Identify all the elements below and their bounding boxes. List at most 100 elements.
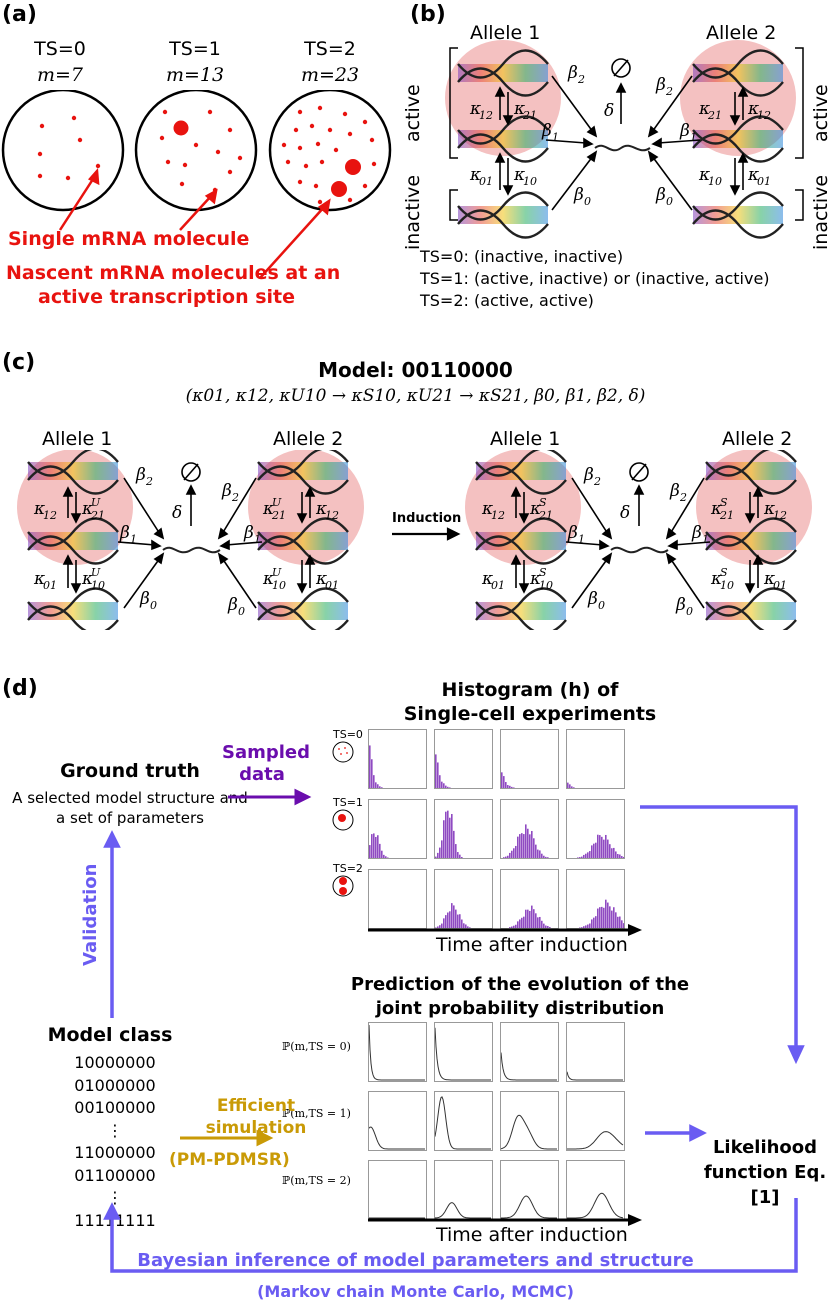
m23-label: m=23: [300, 64, 360, 86]
histogram-cell: [500, 869, 559, 929]
active-label-left: active: [402, 84, 424, 142]
histogram-title-1: Histogram (h) of: [441, 679, 619, 701]
histogram-grid: [368, 729, 625, 929]
svg-text:β: β: [119, 523, 130, 543]
svg-text:κ: κ: [513, 165, 525, 185]
svg-text:1: 1: [254, 533, 261, 546]
cell-ts2: [268, 90, 392, 212]
prediction-title-2: joint probability distribution: [375, 998, 665, 1019]
svg-text:κ: κ: [529, 569, 541, 589]
prediction-cell: [434, 1022, 493, 1082]
svg-text:β: β: [541, 121, 552, 141]
histogram-cell: [368, 869, 427, 929]
histogram-cell: [434, 729, 493, 789]
inactive-label-right: inactive: [810, 174, 831, 250]
ground-truth-desc: A selected model structure and a set of …: [12, 789, 248, 827]
time-label-bottom: Time after induction: [436, 1224, 628, 1246]
histogram-cell: [434, 799, 493, 859]
svg-text:β: β: [567, 523, 578, 543]
svg-text:κ: κ: [481, 499, 493, 519]
svg-text:β: β: [691, 523, 702, 543]
svg-text:10: 10: [539, 579, 553, 592]
svg-text:U: U: [91, 566, 101, 579]
histogram-cell: [500, 799, 559, 859]
svg-text:κ: κ: [469, 99, 481, 119]
allele1-label-b: Allele 1: [470, 22, 541, 44]
svg-text:κ: κ: [81, 499, 93, 519]
svg-text:β: β: [679, 121, 690, 141]
svg-text:12: 12: [757, 109, 771, 122]
model-structure-item: 01000000: [74, 1075, 156, 1095]
svg-text:δ: δ: [172, 503, 182, 523]
svg-text:β: β: [669, 481, 680, 501]
param-line: (κ01, κ12, κU10 → κS10, κU21 → κS21, β0,…: [185, 386, 646, 406]
single-mrna-label: Single mRNA molecule: [8, 228, 250, 250]
efficient-simulation-label: Efficient simulation: [205, 1096, 307, 1138]
prob-ts2-label: ℙ(m,TS = 2): [282, 1174, 351, 1187]
svg-text:κ: κ: [747, 99, 759, 119]
induction-label: Induction: [392, 511, 462, 526]
histogram-cell: [368, 799, 427, 859]
mcmc-label: (Markov chain Monte Carlo, MCMC): [257, 1282, 574, 1301]
svg-text:0: 0: [686, 605, 693, 618]
prob-ts0-label: ℙ(m,TS = 0): [282, 1040, 351, 1053]
svg-text:β: β: [675, 595, 686, 615]
allele2-label-c-right: Allele 2: [722, 428, 793, 450]
hist-ts2-label: TS=2: [333, 862, 363, 875]
svg-text:2: 2: [593, 475, 601, 488]
svg-text:1: 1: [552, 131, 559, 144]
svg-text:S: S: [539, 566, 547, 579]
svg-text:12: 12: [773, 509, 787, 522]
svg-text:21: 21: [719, 509, 734, 522]
svg-text:β: β: [587, 589, 598, 609]
svg-text:β: β: [221, 481, 232, 501]
svg-text:21: 21: [522, 109, 537, 122]
ts-legend-line: TS=0: (inactive, inactive): [420, 247, 624, 266]
ts2-label: TS=2: [304, 38, 356, 60]
svg-text:12: 12: [43, 509, 57, 522]
histogram-cell: [434, 869, 493, 929]
svg-text:01: 01: [43, 579, 57, 592]
time-axis-top: [368, 924, 642, 936]
svg-text:κ: κ: [529, 499, 541, 519]
svg-text:0: 0: [666, 195, 673, 208]
svg-text:01: 01: [773, 579, 787, 592]
panel-b-label: (b): [410, 2, 446, 27]
ts1-header: TS=1 m=13: [150, 36, 240, 88]
svg-text:01: 01: [479, 175, 493, 188]
svg-text:01: 01: [757, 175, 771, 188]
svg-text:12: 12: [325, 509, 339, 522]
svg-text:01: 01: [325, 579, 339, 592]
histogram-cell: [368, 729, 427, 789]
hist-ts0-label: TS=0: [333, 728, 363, 741]
svg-text:κ: κ: [710, 499, 722, 519]
svg-text:β: β: [583, 465, 594, 485]
svg-text:2: 2: [145, 475, 153, 488]
allele2-label-b: Allele 2: [706, 22, 777, 44]
svg-text:21: 21: [707, 109, 722, 122]
svg-text:21: 21: [90, 509, 105, 522]
svg-text:10: 10: [708, 175, 722, 188]
svg-text:β: β: [139, 589, 150, 609]
prediction-cell: [500, 1022, 559, 1082]
svg-text:S: S: [539, 496, 547, 509]
svg-text:κ: κ: [698, 99, 710, 119]
svg-text:0: 0: [238, 605, 245, 618]
svg-text:κ: κ: [710, 569, 722, 589]
svg-text:κ: κ: [763, 499, 775, 519]
svg-text:κ: κ: [262, 569, 274, 589]
svg-text:κ: κ: [763, 569, 775, 589]
ts1-label: TS=1: [169, 38, 221, 60]
ground-truth-title: Ground truth: [60, 760, 200, 782]
svg-text:21: 21: [271, 509, 286, 522]
model-structure-item: ⋮: [107, 1188, 123, 1207]
hist-ts1-label: TS=1: [333, 796, 363, 809]
svg-text:κ: κ: [481, 569, 493, 589]
panel-c-label: (c): [2, 350, 36, 375]
svg-text:U: U: [272, 566, 282, 579]
m7-label: m=7: [36, 64, 84, 86]
histogram-title: Histogram (h) of Single-cell experiments: [380, 678, 680, 726]
svg-text:β: β: [243, 523, 254, 543]
model-structure-item: 00100000: [74, 1098, 156, 1117]
